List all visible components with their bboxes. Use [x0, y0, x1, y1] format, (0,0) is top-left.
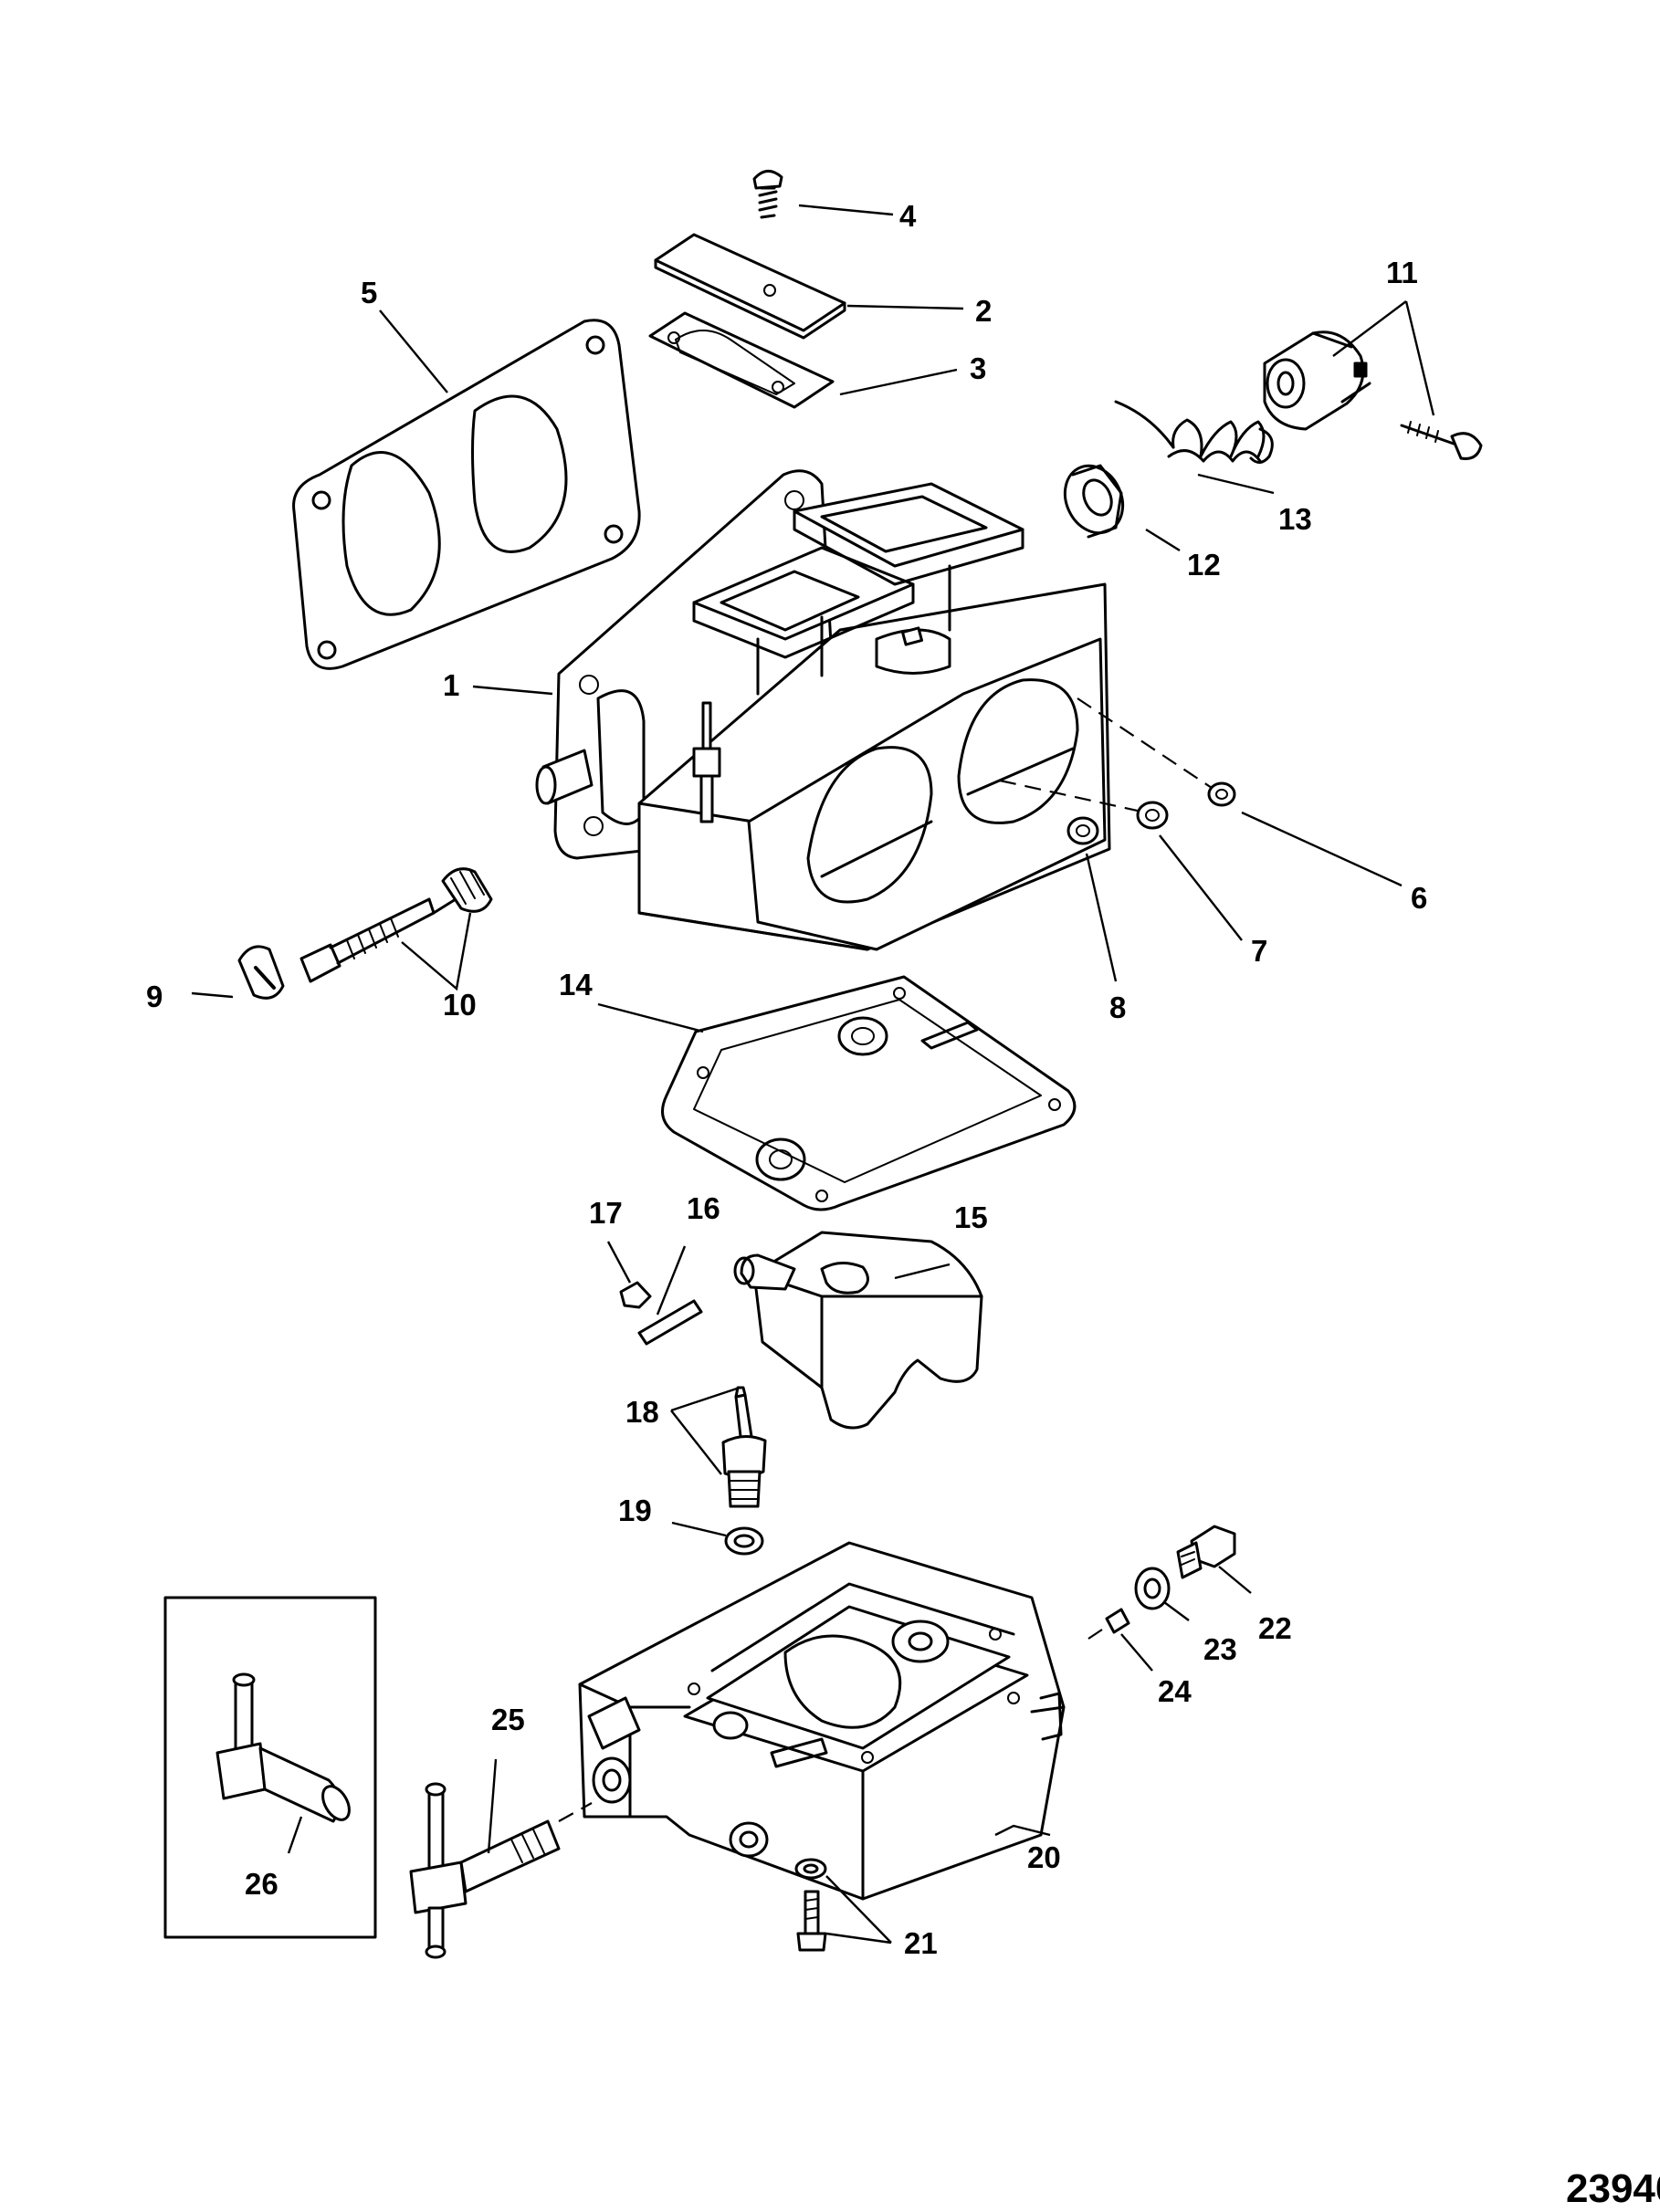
callout-6: 6: [1411, 881, 1427, 915]
callout-12: 12: [1187, 548, 1221, 582]
callout-20: 20: [1027, 1840, 1061, 1874]
callout-16: 16: [687, 1191, 720, 1225]
callout-24: 24: [1158, 1674, 1192, 1708]
part-13-spring: [1114, 400, 1274, 464]
callout-19: 19: [618, 1494, 652, 1527]
part-22-drain-plug: [1176, 1525, 1236, 1579]
callout-23: 23: [1203, 1632, 1237, 1666]
callout-4: 4: [899, 199, 917, 233]
part-18-inlet-needle-and-seat: [721, 1386, 767, 1508]
part-24-main-jet: [1087, 1608, 1130, 1640]
callout-3: 3: [970, 351, 986, 385]
callout-26: 26: [245, 1867, 278, 1901]
callout-13: 13: [1278, 502, 1312, 536]
part-12-bushing: [1063, 464, 1125, 539]
callout-18: 18: [625, 1395, 659, 1429]
callout-7: 7: [1251, 934, 1267, 968]
callout-22: 22: [1258, 1611, 1292, 1645]
part-16-float-pin: [637, 1299, 703, 1346]
part-17-screw: [619, 1281, 652, 1309]
inset-box: [163, 1596, 377, 1939]
part-21-screw-and-washer: [794, 1858, 827, 1952]
part-14-float-bowl-gasket: [661, 975, 1077, 1211]
callout-5: 5: [361, 276, 377, 309]
callout-17: 17: [589, 1196, 623, 1230]
part-10-mixture-screw: [299, 867, 493, 983]
figure-number: 23940: [1566, 2166, 1660, 2211]
part-2-cover-plate: [654, 233, 846, 340]
part-11-screw: [1400, 421, 1483, 460]
callout-9: 9: [146, 980, 163, 1013]
callout-8: 8: [1109, 991, 1126, 1024]
jets-6-7-8: [999, 697, 1236, 845]
callout-15: 15: [954, 1200, 988, 1234]
callout-21: 21: [904, 1926, 938, 1960]
callout-14: 14: [559, 968, 593, 1001]
part-15-float: [733, 1231, 983, 1430]
part-11-throttle-arm: [1263, 330, 1371, 431]
callout-11: 11: [1386, 256, 1418, 289]
callout-25: 25: [491, 1703, 525, 1736]
callout-labels: 1 2 3 4 5 6 7 8 9 10 11 12 13 14 15 16 1…: [146, 199, 1660, 2211]
part-9-limiter-cap: [237, 945, 285, 1000]
part-4-screw: [752, 170, 783, 219]
callout-2: 2: [975, 294, 992, 328]
part-26-elbow-fitting: [215, 1672, 351, 1823]
callout-1: 1: [443, 668, 459, 702]
leader-lines: [191, 204, 1435, 1945]
part-19-gasket-washer: [724, 1526, 764, 1556]
part-5-flange-gasket: [292, 319, 641, 670]
part-1-carburetor-body: [535, 469, 1111, 951]
part-3-cover-gasket: [648, 311, 835, 409]
part-25-fuel-fitting: [409, 1782, 593, 1959]
callout-10: 10: [443, 988, 477, 1022]
part-23-gasket: [1134, 1567, 1171, 1610]
part-20-float-bowl: [578, 1541, 1066, 1901]
